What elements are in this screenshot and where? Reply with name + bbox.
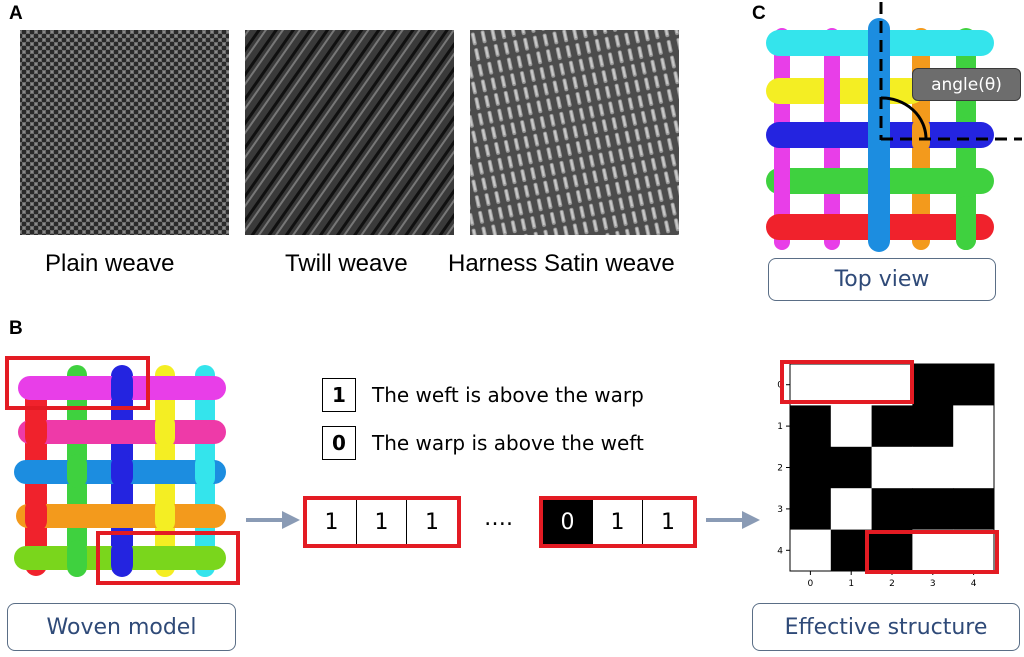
matrix-cell	[790, 364, 832, 406]
top-view-label: Top view	[768, 258, 996, 301]
matrix-cell	[830, 405, 873, 448]
satin-weave-image	[470, 30, 679, 235]
matrix-cell	[790, 488, 832, 531]
warp-crossing	[155, 414, 175, 448]
y-tick-label: 4	[777, 546, 783, 556]
warp-crossing	[824, 60, 840, 120]
sequence-ellipsis: ….	[484, 506, 513, 531]
sequence-cell: 1	[357, 500, 407, 544]
highlight-box	[865, 530, 999, 574]
matrix-cell	[830, 488, 873, 531]
matrix-cell	[953, 405, 995, 448]
y-tick-label: 1	[777, 422, 783, 432]
matrix-cell	[953, 488, 995, 531]
effective-structure-label: Effective structure	[752, 603, 1020, 651]
sequence-cell: 1	[407, 500, 457, 544]
x-tick-label: 0	[808, 579, 814, 589]
sequence-cell: 1	[307, 500, 357, 544]
twill-weave-image	[245, 30, 454, 235]
y-tick-label: 3	[777, 505, 783, 515]
matrix-cell	[871, 488, 913, 531]
warp-crossing	[111, 370, 133, 406]
legend-text: The weft is above the warp	[372, 383, 644, 407]
warp-crossing	[195, 454, 215, 488]
sequence-first-weft: 1 1 1	[303, 496, 461, 548]
arrow-icon	[246, 511, 300, 529]
matrix-cell	[830, 446, 873, 489]
matrix-cell	[790, 446, 832, 489]
y-tick-label: 2	[777, 464, 783, 474]
sequence-cell: 1	[593, 500, 643, 544]
warp-crossing	[155, 498, 175, 532]
x-tick-label: 2	[889, 579, 895, 589]
highlight-box	[780, 360, 914, 404]
plain-weave-caption: Plain weave	[45, 250, 175, 277]
x-tick-label: 3	[930, 579, 936, 589]
matrix-cell	[871, 529, 913, 572]
twill-weave-caption: Twill weave	[285, 250, 408, 277]
matrix-cell	[871, 364, 913, 406]
weave-images	[20, 30, 679, 235]
legend-text: The warp is above the weft	[372, 431, 644, 455]
warp-crossing	[111, 540, 133, 576]
panel-c-label: C	[752, 3, 766, 24]
matrix-cell	[790, 405, 832, 448]
warp-crossing	[67, 454, 87, 488]
highlight-box	[5, 356, 150, 410]
x-tick-label: 4	[971, 579, 977, 589]
matrix-cell	[871, 446, 913, 489]
angle-label: angle(θ)	[912, 68, 1021, 101]
legend-item-warp-above: 0 The warp is above the weft	[322, 426, 644, 460]
sequence-cell: 0	[543, 500, 593, 544]
warp-crossing	[956, 196, 976, 250]
matrix-cell	[912, 446, 954, 489]
matrix-cell	[871, 405, 913, 448]
matrix-cells	[790, 364, 995, 572]
matrix-cell	[953, 364, 995, 406]
matrix-cell	[790, 529, 832, 572]
matrix-cell	[953, 446, 995, 489]
weft-yarn	[16, 504, 226, 528]
warp-crossing	[67, 540, 87, 576]
warp-yarn-highlight	[868, 18, 890, 252]
warp-crossing	[25, 414, 47, 448]
matrix-cell	[912, 488, 954, 531]
warp-crossing	[25, 498, 47, 532]
woven-model-label: Woven model	[7, 603, 236, 651]
warp-crossing	[774, 150, 790, 210]
legend-symbol: 1	[322, 378, 356, 412]
woven-model-diagram	[5, 356, 240, 585]
matrix-cell	[912, 405, 954, 448]
top-view-diagram	[766, 2, 1022, 252]
sequence-last-weft: 0 1 1	[539, 496, 697, 548]
sequence-cell: 1	[643, 500, 693, 544]
plain-weave-image	[20, 30, 229, 235]
matrix-cell	[830, 364, 873, 406]
highlight-box	[96, 531, 240, 585]
weft-yarn	[18, 420, 226, 444]
x-tick-label: 1	[848, 579, 854, 589]
matrix-cell	[912, 364, 954, 406]
legend-symbol: 0	[322, 426, 356, 460]
satin-weave-caption: Harness Satin weave	[448, 250, 675, 277]
angle-arc	[880, 96, 928, 140]
matrix-cell	[953, 529, 995, 572]
arrow-icon	[706, 511, 760, 529]
warp-crossing	[111, 454, 133, 488]
panel-a-label: A	[9, 3, 23, 24]
legend-item-weft-above: 1 The weft is above the warp	[322, 378, 644, 412]
matrix-cell	[912, 529, 954, 572]
panel-b-label: B	[9, 318, 23, 339]
